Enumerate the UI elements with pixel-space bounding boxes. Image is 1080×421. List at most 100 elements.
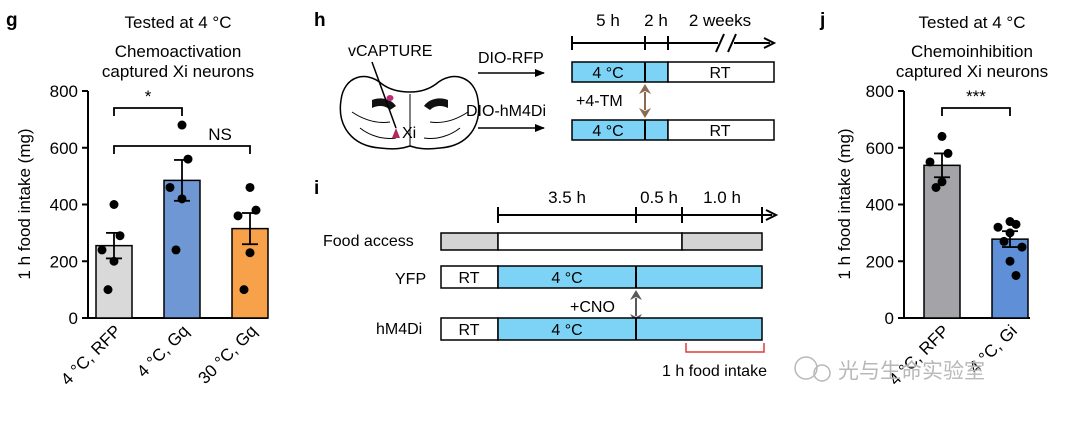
panel-j-data-point — [1011, 219, 1021, 229]
brain-section-illustration — [339, 75, 480, 150]
panel-j-significance-bracket — [941, 107, 1011, 116]
yfp-rt-label: RT — [458, 270, 479, 287]
panel-h-treatment-arrow-down — [639, 108, 651, 118]
panel-g-data-point — [251, 205, 261, 215]
panel-i-row-label-yfp: YFP — [395, 271, 426, 288]
food-access-on-segment — [497, 232, 683, 251]
panel-i-treatment-label: +CNO — [570, 299, 615, 316]
panel-g-subtitle-line2: captured Xi neurons — [102, 62, 254, 81]
panel-j-y-tick-label: 200 — [866, 252, 894, 271]
panel-g-category-label: 4 °C, Gq — [133, 321, 193, 381]
panel-h-axis-break-left — [715, 33, 725, 53]
panel-i: i 3.5 h 0.5 h 1.0 h Food access YFP RT — [314, 178, 779, 380]
panel-g-y-tick-label: 600 — [50, 139, 78, 158]
panel-label-g: g — [6, 10, 18, 31]
panel-h-bar-hm4di-rt-label: RT — [709, 123, 730, 140]
panel-h-bar-hm4di-rt — [667, 119, 775, 141]
panel-g-y-axis-label: 1 h food intake (mg) — [15, 128, 34, 279]
panel-j-bar — [923, 164, 961, 319]
food-intake-label: 1 h food intake — [662, 363, 767, 380]
panel-g-y-tick-label: 0 — [69, 309, 78, 328]
panel-j-title: Tested at 4 °C — [919, 13, 1026, 32]
panel-g-data-point — [183, 154, 193, 164]
yfp-cold-segment — [497, 265, 763, 289]
panel-h-timeline-arrowhead — [763, 37, 777, 49]
watermark-icon — [794, 356, 818, 380]
panel-h-time-0: 5 h — [596, 11, 620, 30]
panel-g-data-point — [233, 211, 243, 221]
panel-i-timeline-arrowhead — [765, 209, 779, 221]
panel-j-y-tick-label: 800 — [866, 82, 894, 101]
panel-j-y-tick-label: 600 — [866, 139, 894, 158]
panel-g-data-point — [109, 200, 119, 209]
virus-label-rfp: DIO-RFP — [478, 50, 544, 67]
panel-j-y-tick-label: 0 — [885, 309, 894, 328]
panel-j-data-point — [937, 131, 947, 141]
panel-j-data-point — [1017, 242, 1027, 252]
panel-i-timeline: 3.5 h 0.5 h 1.0 h — [497, 188, 779, 223]
panel-j-data-point — [999, 236, 1009, 246]
hm4di-rt-label: RT — [458, 322, 479, 339]
panel-i-time-0: 3.5 h — [548, 188, 586, 207]
watermark: 光与生命实验室 — [794, 356, 985, 383]
panel-g-significance-bracket — [113, 145, 251, 154]
panel-j-significance-label: *** — [966, 87, 986, 106]
panel-j-y-tick-label: 400 — [866, 196, 894, 215]
panel-g-category-label: 4 °C, RFP — [57, 321, 125, 389]
panel-g-significance-label: NS — [208, 125, 232, 144]
panel-g-title: Tested at 4 °C — [125, 13, 232, 32]
panel-j-data-point — [931, 182, 941, 192]
panel-j-data-point — [937, 177, 947, 187]
panel-g-data-point — [177, 120, 187, 130]
panel-j: j Tested at 4 °C Chemoinhibition capture… — [819, 10, 1048, 389]
panel-g-significance-bracket — [113, 107, 183, 116]
panel-g-data-point — [245, 182, 255, 192]
watermark-text: 光与生命实验室 — [838, 360, 985, 383]
panel-h-time-2: 2 weeks — [689, 11, 751, 30]
probe-needle — [371, 61, 397, 129]
panel-i-row-yfp: YFP RT 4 °C — [395, 265, 763, 289]
panel-h-bar-rfp: 4 °C RT — [571, 61, 775, 83]
panel-g-y-tick-label: 800 — [50, 82, 78, 101]
panel-g-data-point — [115, 231, 125, 241]
panel-g: g Tested at 4 °C Chemoactivation capture… — [6, 10, 269, 389]
panel-i-time-2: 1.0 h — [703, 188, 741, 207]
panel-j-subtitle-line2: captured Xi neurons — [896, 62, 1048, 81]
panel-h-time-1: 2 h — [644, 11, 668, 30]
panel-h-treatment-label: +4-TM — [576, 93, 623, 110]
panel-i-row-hm4di: hM4Di RT 4 °C — [376, 317, 763, 341]
panel-j-data-point — [993, 222, 1003, 232]
panel-g-data-point — [239, 285, 249, 295]
panel-g-y-tick-label: 200 — [50, 252, 78, 271]
panel-g-data-point — [103, 285, 113, 295]
panel-i-row-label-hm4di: hM4Di — [376, 321, 422, 338]
panel-i-row-label-food: Food access — [323, 233, 414, 250]
panel-h-bar-rfp-cold-label: 4 °C — [592, 65, 623, 82]
panel-h-timeline: 5 h 2 h 2 weeks — [571, 11, 777, 53]
panel-g-data-point — [109, 256, 119, 266]
panel-i-row-food-access: Food access — [323, 232, 763, 251]
panel-g-data-point — [97, 245, 107, 255]
panel-h-bar-hm4di: 4 °C RT — [571, 119, 775, 141]
panel-h-axis-break-right — [727, 33, 737, 53]
panel-h-treatment-arrow — [639, 84, 651, 118]
panel-j-data-point — [1005, 256, 1015, 266]
hm4di-cold-label: 4 °C — [551, 322, 582, 339]
virus-label-hm4di: DIO-hM4Di — [466, 103, 546, 120]
panel-h-bar-hm4di-cold-label: 4 °C — [592, 123, 623, 140]
panel-g-data-point — [177, 194, 187, 204]
panel-i-time-1: 0.5 h — [640, 188, 678, 207]
panel-g-significance-label: * — [145, 87, 152, 106]
panel-j-bar — [991, 238, 1029, 319]
panel-label-j: j — [819, 10, 825, 31]
panel-g-data-point — [245, 248, 255, 258]
panel-h-bar-rfp-rt — [667, 61, 775, 83]
panel-h-bar-rfp-rt-label: RT — [709, 65, 730, 82]
region-label: Xi — [402, 125, 416, 142]
panel-j-data-point — [943, 148, 953, 158]
yfp-cold-label: 4 °C — [551, 270, 582, 287]
panel-j-data-point — [1011, 270, 1021, 280]
panel-h: h vCAPTURE Xi DIO-RFP DIO-hM4Di — [314, 10, 777, 150]
